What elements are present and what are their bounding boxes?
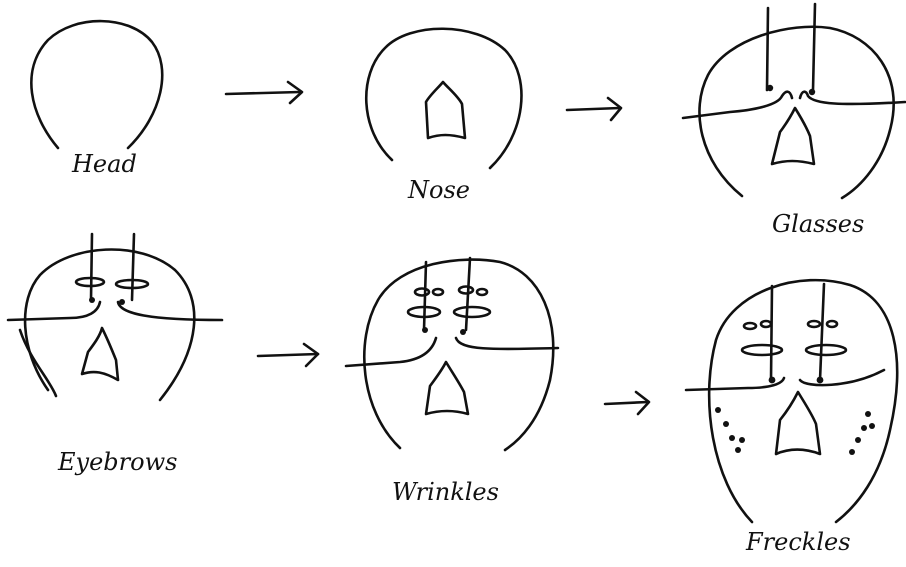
glasses-arm-left [767,8,768,90]
wrinkle-left-2 [761,321,771,327]
label-glasses: Glasses [772,210,864,238]
step-freckles: Freckles [686,280,897,556]
nose-shape [426,82,465,138]
head-outline [366,29,521,168]
glasses-lens-left [767,85,773,91]
step-head: Head [31,21,162,178]
glasses-lens-left [89,297,95,303]
freckle [715,407,721,413]
glasses-arm-right [820,284,824,380]
head-extra-stroke [20,330,56,396]
glasses-frame [8,302,222,320]
eyebrow-left [742,345,782,355]
wrinkle-right-2 [477,289,487,295]
freckle [869,423,875,429]
head-outline [25,250,194,400]
glasses-frame [686,370,884,390]
freckle [723,421,729,427]
wrinkle-right-1 [459,287,473,294]
glasses-lens-right [809,89,815,95]
glasses-lens-left [422,327,428,333]
eyebrow-right [454,307,490,317]
nose-shape [776,392,820,454]
head-outline [31,21,162,148]
glasses-lens-left [769,377,776,384]
glasses-arm-left [771,286,772,380]
wrinkle-left-1 [415,289,429,296]
freckle [861,425,867,431]
arrow-4 [605,392,649,414]
freckle [849,449,855,455]
freckle [865,411,871,417]
arrow-2 [567,98,621,120]
freckle [739,437,745,443]
nose-shape [82,328,118,380]
freckle [855,437,861,443]
freckle [729,435,735,441]
freckle [735,447,741,453]
step-wrinkles: Wrinkles [346,258,558,506]
label-nose: Nose [407,176,470,204]
glasses-arm-left [91,234,92,300]
glasses-arm-right [813,4,815,90]
arrow-3 [258,344,318,366]
nose-shape [426,362,468,414]
wrinkle-right-2 [827,321,837,327]
arrow-1 [226,82,302,103]
step-nose: Nose [366,29,521,204]
glasses-arm-right [132,234,134,300]
glasses-lens-right [817,377,824,384]
step-glasses: Glasses [683,4,905,238]
step-eyebrows: Eyebrows [8,234,222,476]
label-freckles: Freckles [745,528,851,556]
wrinkle-right-1 [808,321,820,327]
glasses-lens-right [460,329,466,335]
eyebrow-right [806,345,846,355]
wrinkle-left-2 [433,289,443,295]
glasses-frame [346,338,558,366]
label-head: Head [71,150,137,178]
label-wrinkles: Wrinkles [392,478,499,506]
glasses-frame [683,92,905,118]
wrinkle-left-1 [744,323,756,329]
label-eyebrows: Eyebrows [57,448,177,476]
nose-shape [772,108,814,164]
glasses-lens-right [119,299,125,305]
